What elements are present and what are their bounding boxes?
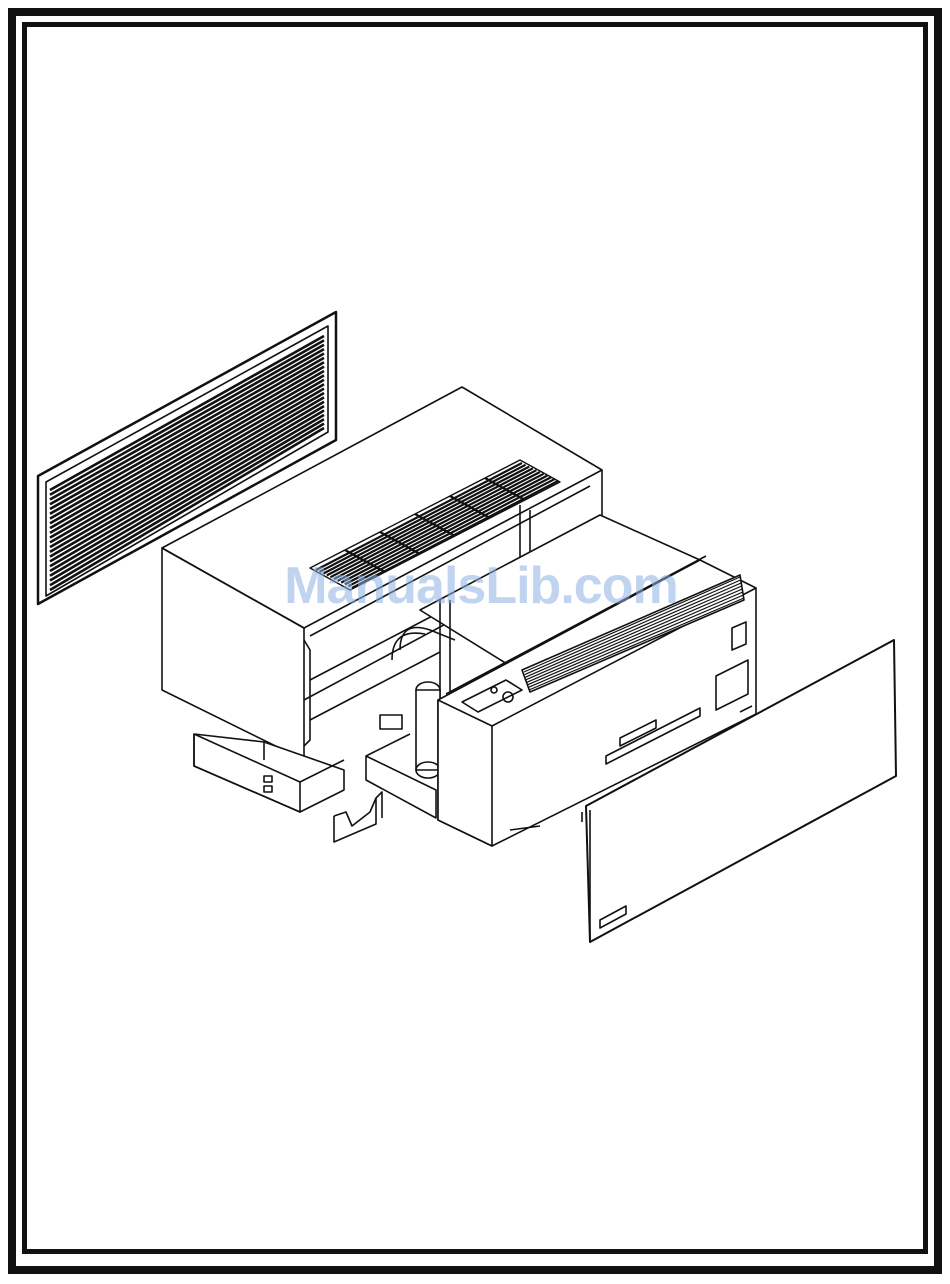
drain-kit	[194, 734, 344, 812]
bracket	[334, 792, 382, 842]
watermark: ManualsLib.com	[266, 556, 696, 616]
